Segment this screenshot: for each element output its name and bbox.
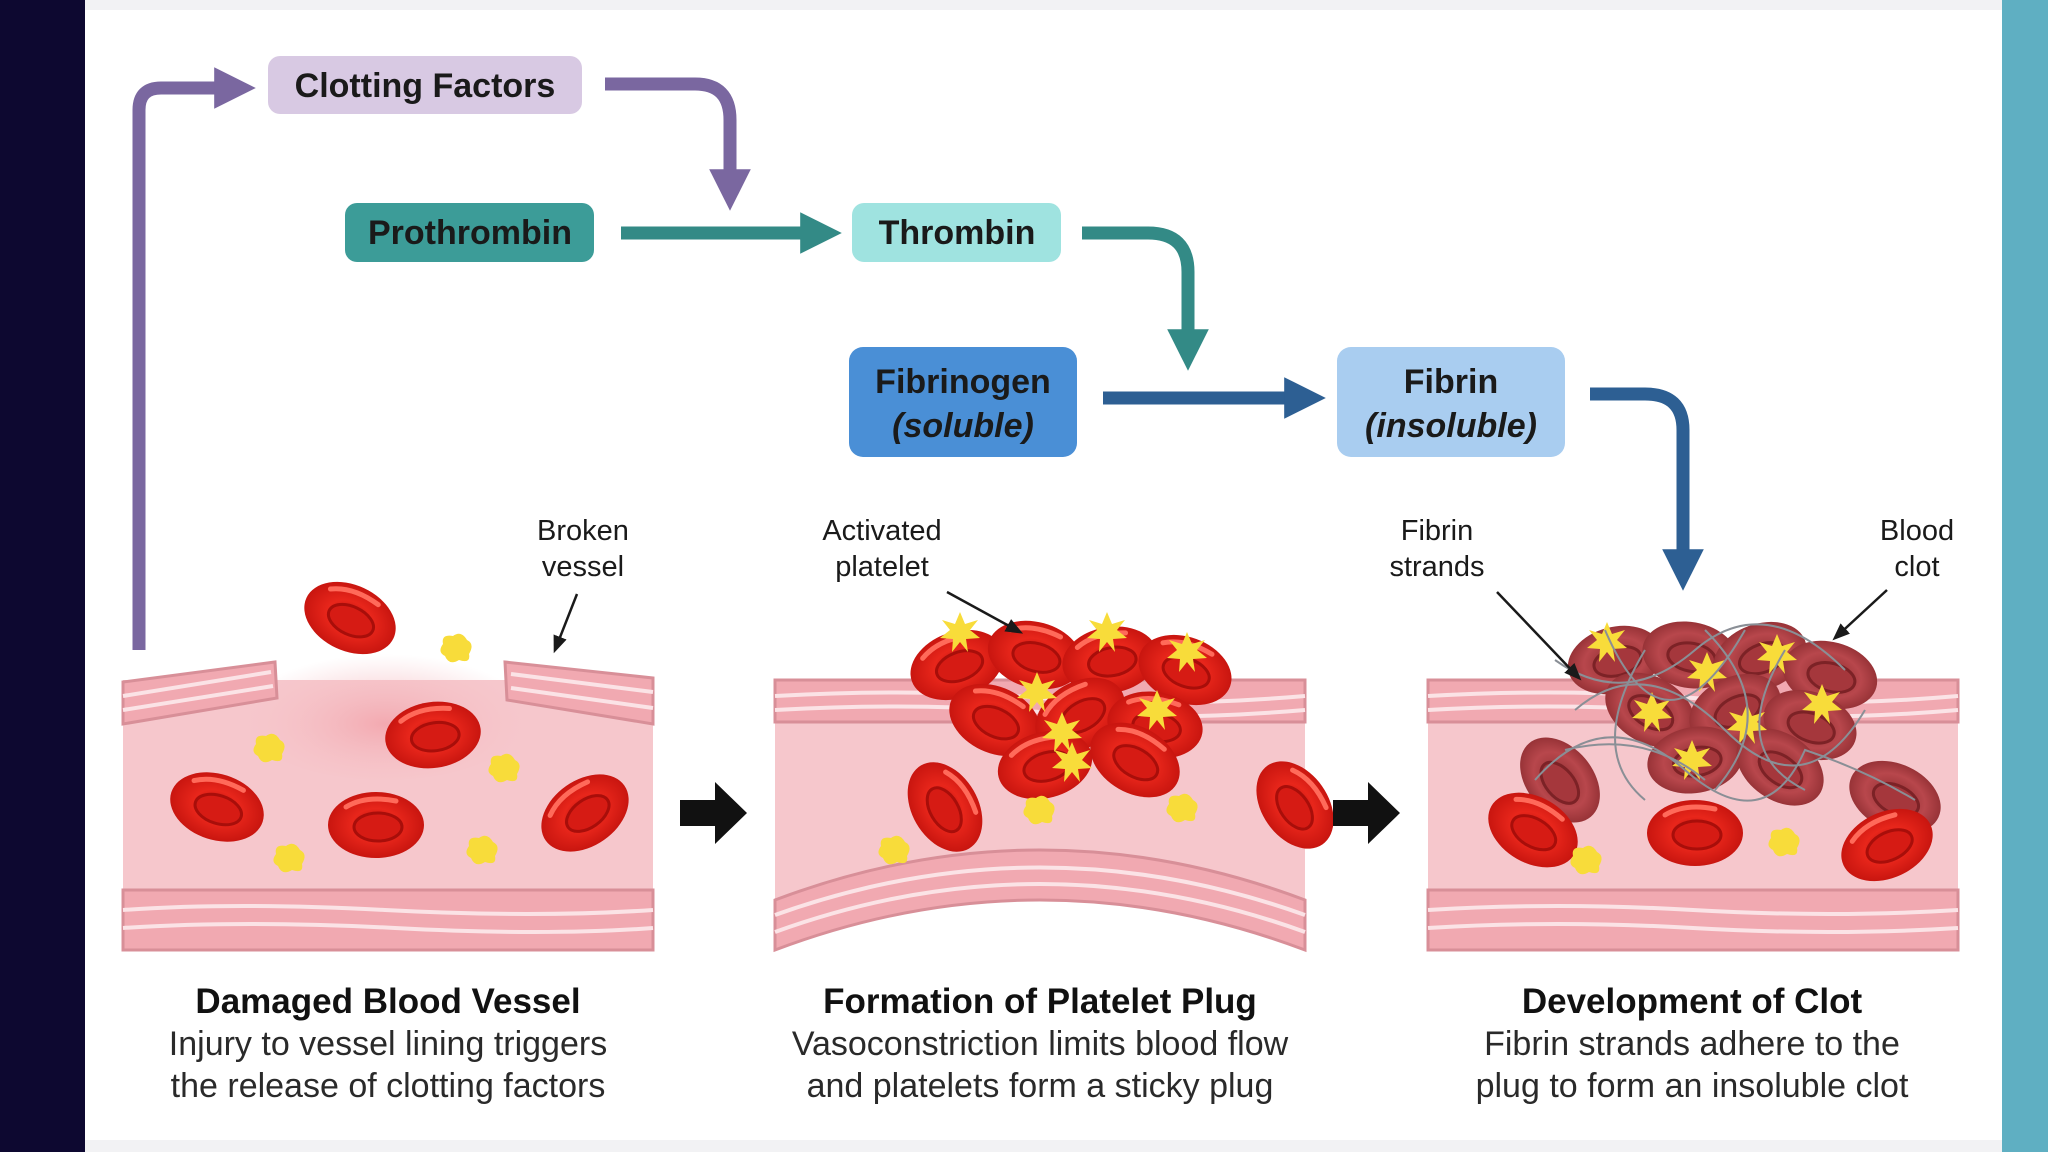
step-arrow-2 xyxy=(1333,782,1400,844)
fibrin-strands-pointer xyxy=(1496,591,1582,681)
fibrinogen-label: Fibrinogen xyxy=(875,363,1051,401)
fibrinogen-soluble-label: (soluble) xyxy=(892,407,1034,445)
broken-vessel-pointer xyxy=(553,593,579,654)
broken-vessel-label-line1: Broken xyxy=(537,515,629,547)
fibrin-strands-label-line1: Fibrin xyxy=(1401,515,1474,547)
fibrin-strands-label-line2: strands xyxy=(1389,551,1484,583)
step-arrow-1 xyxy=(680,782,747,844)
thrombin-box: Thrombin xyxy=(852,203,1061,262)
caption-3-title: Development of Clot xyxy=(1522,982,1863,1021)
clotting-factors-box: Clotting Factors xyxy=(268,56,582,114)
activated-platelet-pointer xyxy=(946,590,1024,634)
caption-3-line2: plug to form an insoluble clot xyxy=(1476,1067,1909,1105)
diagram-canvas: Clotting Factors Prothrombin Thrombin Fi… xyxy=(85,10,2002,1140)
arrow-fibrin-to-clot xyxy=(1590,387,1704,591)
caption-2-line2: and platelets form a sticky plug xyxy=(807,1067,1274,1105)
activated-platelet-label-line2: platelet xyxy=(835,551,929,583)
panel-clot: Fibrin strands Blood clot xyxy=(1389,515,1960,952)
fibrin-insoluble-label: (insoluble) xyxy=(1365,407,1537,445)
blood-clot-pointer xyxy=(1832,589,1888,641)
broken-vessel-label-line2: vessel xyxy=(542,551,624,583)
caption-platelet-plug: Formation of Platelet Plug Vasoconstrict… xyxy=(792,982,1289,1105)
blood-clot-label-line2: clot xyxy=(1894,551,1939,583)
caption-1-line1: Injury to vessel lining triggers xyxy=(169,1025,607,1063)
left-border xyxy=(0,0,85,1152)
arrow-clotting-to-prothrombin-reaction xyxy=(605,77,751,211)
clotting-diagram: Clotting Factors Prothrombin Thrombin Fi… xyxy=(121,56,1960,1105)
caption-3-line1: Fibrin strands adhere to the xyxy=(1484,1025,1900,1063)
caption-damaged-vessel: Damaged Blood Vessel Injury to vessel li… xyxy=(169,982,607,1105)
panel-platelet-plug: Activated platelet xyxy=(773,515,1350,953)
right-border xyxy=(2002,0,2048,1152)
arrow-thrombin-to-fibrin-reaction xyxy=(1082,226,1209,371)
caption-1-title: Damaged Blood Vessel xyxy=(195,982,580,1021)
caption-2-line1: Vasoconstriction limits blood flow xyxy=(792,1025,1289,1063)
clotting-factors-label: Clotting Factors xyxy=(295,67,556,105)
fibrinogen-box: Fibrinogen (soluble) xyxy=(849,347,1077,457)
arrow-vessel-to-clotting-factors xyxy=(132,67,256,650)
activated-platelet-label-line1: Activated xyxy=(822,515,941,547)
bottom-border xyxy=(85,1140,2002,1152)
blood-clot-label-line1: Blood xyxy=(1880,515,1954,547)
prothrombin-box: Prothrombin xyxy=(345,203,594,262)
caption-2-title: Formation of Platelet Plug xyxy=(823,982,1257,1021)
panel-damaged-vessel: Broken vessel xyxy=(121,515,655,952)
thrombin-label: Thrombin xyxy=(879,214,1036,252)
caption-1-line2: the release of clotting factors xyxy=(171,1067,606,1105)
caption-clot: Development of Clot Fibrin strands adher… xyxy=(1476,982,1909,1105)
fibrin-label: Fibrin xyxy=(1404,363,1498,401)
fibrin-box: Fibrin (insoluble) xyxy=(1337,347,1565,457)
prothrombin-label: Prothrombin xyxy=(368,214,572,252)
top-border xyxy=(85,0,2002,10)
fibrin-mesh xyxy=(1534,623,1916,802)
